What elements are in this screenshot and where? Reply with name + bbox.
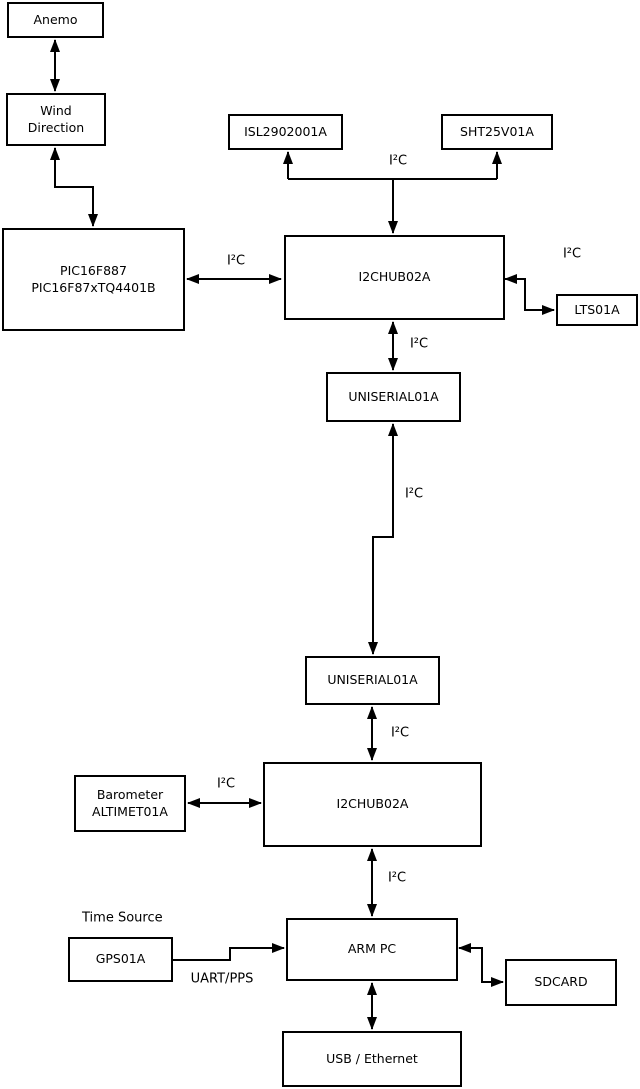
node-gps01a-label: GPS01A	[95, 951, 146, 967]
node-lts01a: LTS01A	[556, 294, 638, 326]
node-isl2902001a: ISL2902001A	[228, 114, 343, 150]
edge-label-uart-pps: UART/PPS	[190, 971, 254, 987]
node-lts01a-label: LTS01A	[574, 301, 620, 317]
node-sdcard: SDCARD	[505, 959, 617, 1006]
edge-label-i2c-hub-lts: I²C	[562, 246, 582, 262]
edge-label-i2c-hub2-armpc: I²C	[387, 870, 407, 886]
node-i2chub-bottom: I2CHUB02A	[263, 762, 482, 847]
edge-label-i2c-uniserial-link: I²C	[404, 486, 424, 502]
edge-winddirection-pic	[50, 147, 98, 227]
edge-label-i2c-hub-uniserial: I²C	[409, 336, 429, 352]
node-uniserial-bottom: UNISERIAL01A	[305, 656, 440, 705]
node-wind-direction: Wind Direction	[6, 93, 106, 146]
node-usb-ethernet-label: USB / Ethernet	[326, 1050, 418, 1066]
node-i2chub-top-label: I2CHUB02A	[358, 269, 431, 285]
edge-label-i2c-barometer-hub2: I²C	[216, 776, 236, 792]
node-sdcard-label: SDCARD	[534, 974, 588, 990]
node-barometer-label-line1: Barometer	[96, 787, 164, 803]
node-pic: PIC16F887 PIC16F87xTQ4401B	[2, 228, 185, 331]
edge-armpc-sdcard	[458, 943, 504, 987]
node-uniserial-top-label: UNISERIAL01A	[348, 388, 439, 404]
node-i2chub-top: I2CHUB02A	[284, 235, 505, 320]
node-wind-direction-label-line1: Wind	[40, 103, 72, 119]
node-pic-label-line1: PIC16F887	[60, 263, 127, 279]
edge-uniserial-link	[368, 423, 398, 655]
node-arm-pc: ARM PC	[286, 918, 458, 981]
node-anemo: Anemo	[7, 2, 104, 38]
node-i2chub-bottom-label: I2CHUB02A	[336, 796, 409, 812]
node-uniserial-bottom-label: UNISERIAL01A	[327, 672, 418, 688]
node-barometer: Barometer ALTIMET01A	[74, 775, 186, 832]
edge-gps-armpc	[173, 943, 285, 961]
node-gps01a: GPS01A	[68, 937, 173, 982]
edge-i2chub-top-lts	[504, 274, 555, 315]
node-sht25v01a-label: SHT25V01A	[460, 123, 534, 139]
node-arm-pc-label: ARM PC	[347, 941, 397, 957]
node-isl2902001a-label: ISL2902001A	[244, 123, 327, 139]
node-pic-label-line2: PIC16F87xTQ4401B	[31, 279, 156, 295]
edge-label-i2c-pic-hub: I²C	[226, 253, 246, 269]
edge-label-i2c-sensor-bus: I²C	[388, 153, 408, 169]
label-time-source: Time Source	[82, 910, 163, 926]
node-anemo-label: Anemo	[33, 11, 78, 27]
node-barometer-label-line2: ALTIMET01A	[92, 803, 168, 819]
node-usb-ethernet: USB / Ethernet	[282, 1031, 462, 1087]
node-wind-direction-label-line2: Direction	[27, 119, 85, 135]
edge-label-i2c-uniserial-hub2: I²C	[390, 725, 410, 741]
node-uniserial-top: UNISERIAL01A	[326, 372, 461, 422]
node-sht25v01a: SHT25V01A	[441, 114, 553, 150]
